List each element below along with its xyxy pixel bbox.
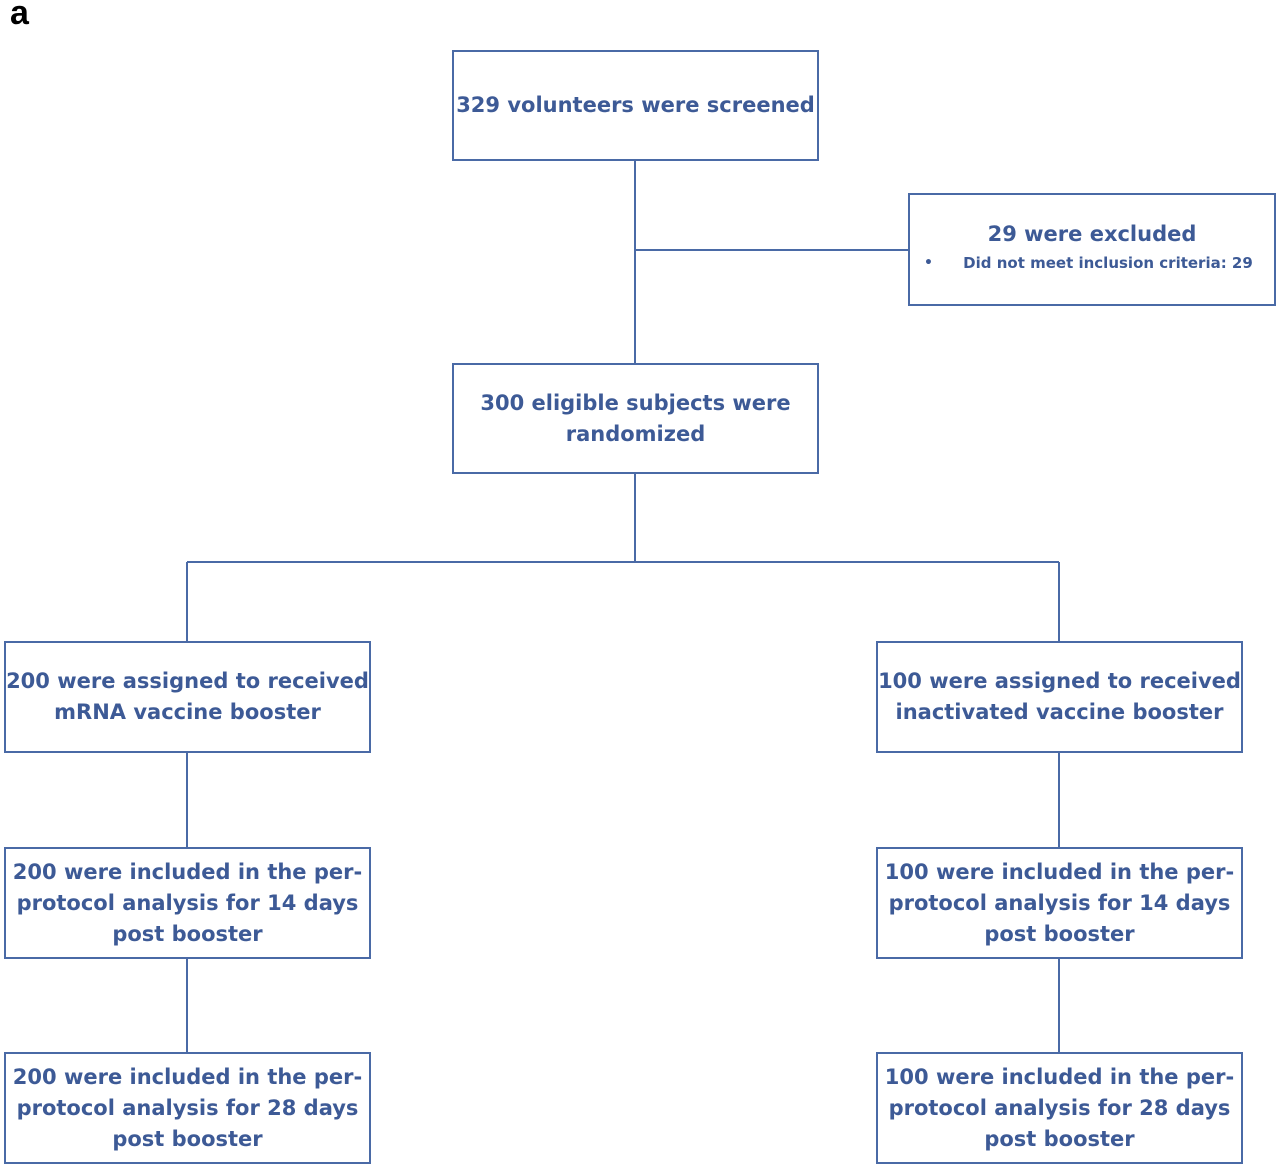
box-text-line: 200 were included in the per-: [12, 859, 363, 884]
box-text-line: 200 were included in the per-: [12, 1064, 363, 1089]
box-text-line: 329 volunteers were screened: [456, 93, 815, 117]
panel-label: a: [10, 0, 29, 32]
excluded-reason: • Did not meet inclusion criteria: 29: [922, 252, 1262, 274]
box-mrna-14-days: 200 were included in the per- protocol a…: [4, 847, 371, 959]
box-screened: 329 volunteers were screened: [452, 50, 819, 161]
box-text-line: protocol analysis for 28 days: [888, 1095, 1231, 1120]
box-text-line: 200 were assigned to received: [6, 669, 369, 693]
box-excluded: 29 were excluded • Did not meet inclusio…: [908, 193, 1276, 306]
excluded-title: 29 were excluded: [987, 222, 1197, 246]
bullet-icon: •: [924, 255, 933, 271]
box-text-line: post booster: [112, 921, 263, 946]
box-randomized: 300 eligible subjects were randomized: [452, 363, 819, 474]
box-text-line: post booster: [984, 921, 1135, 946]
box-text-line: 100 were included in the per-: [884, 859, 1235, 884]
box-text-line: protocol analysis for 14 days: [16, 890, 359, 915]
box-text-line: 300 eligible subjects were: [480, 390, 791, 415]
box-text-line: post booster: [112, 1126, 263, 1151]
box-text-line: mRNA vaccine booster: [54, 700, 321, 724]
box-text-line: inactivated vaccine booster: [895, 700, 1224, 724]
excluded-reason-text: Did not meet inclusion criteria: 29: [963, 254, 1253, 272]
box-text-line: 100 were included in the per-: [884, 1064, 1235, 1089]
box-text-line: post booster: [984, 1126, 1135, 1151]
box-text-line: protocol analysis for 14 days: [888, 890, 1231, 915]
box-text-line: 100 were assigned to received: [878, 669, 1241, 693]
box-text-line: protocol analysis for 28 days: [16, 1095, 359, 1120]
box-text-line: randomized: [565, 421, 706, 446]
box-mrna-assigned: 200 were assigned to received mRNA vacci…: [4, 641, 371, 753]
box-mrna-28-days: 200 were included in the per- protocol a…: [4, 1052, 371, 1164]
box-inactivated-assigned: 100 were assigned to received inactivate…: [876, 641, 1243, 753]
box-inactivated-14-days: 100 were included in the per- protocol a…: [876, 847, 1243, 959]
box-inactivated-28-days: 100 were included in the per- protocol a…: [876, 1052, 1243, 1164]
